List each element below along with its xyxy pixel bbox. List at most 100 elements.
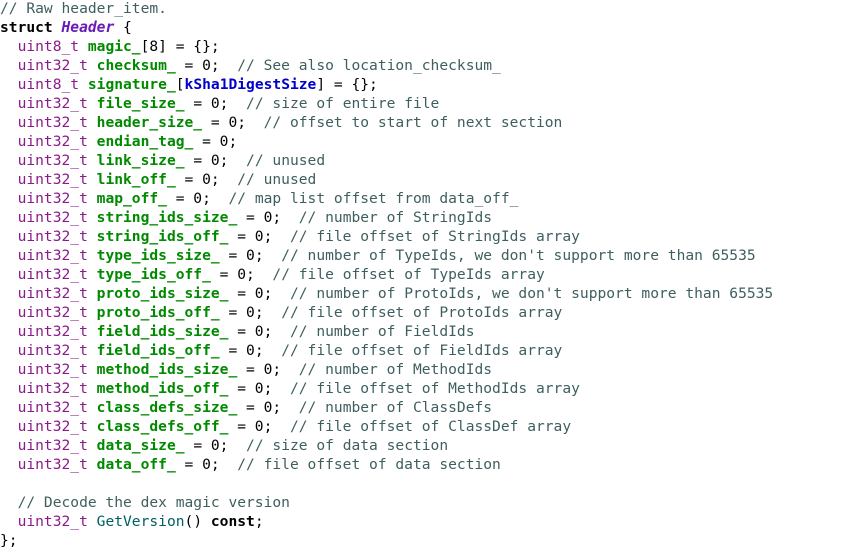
code-token-comment: // number of MethodIds <box>298 361 493 378</box>
code-token-field-name: type_ids_off_ <box>96 266 211 283</box>
code-token-plain: = 0; <box>228 323 290 340</box>
code-line: uint32_t data_off_ = 0; // file offset o… <box>0 455 863 474</box>
code-token-comment: // file offset of StringIds array <box>289 228 580 245</box>
code-token-plain: { <box>114 19 132 36</box>
code-line: uint32_t map_off_ = 0; // map list offse… <box>0 189 863 208</box>
code-token-comment: // file offset of ClassDef array <box>289 418 572 435</box>
code-token-plain: = 0; <box>228 418 290 435</box>
code-token-plain: ] = {}; <box>316 76 378 93</box>
code-line: uint32_t field_ids_off_ = 0; // file off… <box>0 341 863 360</box>
code-line: uint32_t class_defs_off_ = 0; // file of… <box>0 417 863 436</box>
code-token-primitive-type: uint32_t <box>0 399 97 416</box>
code-token-comment: // number of FieldIds <box>289 323 475 340</box>
code-token-field-name: file_size_ <box>96 95 185 112</box>
code-token-keyword: const <box>210 513 255 530</box>
code-token-plain: [8] = {}; <box>140 38 220 55</box>
code-token-primitive-type: uint32_t <box>0 513 97 530</box>
code-line: uint32_t link_size_ = 0; // unused <box>0 151 863 170</box>
code-token-plain: = 0; <box>175 456 238 473</box>
code-token-primitive-type: uint32_t <box>0 304 97 321</box>
code-token-primitive-type: uint32_t <box>0 95 97 112</box>
code-token-field-name: magic_ <box>87 38 141 55</box>
code-line: // Raw header_item. <box>0 0 863 18</box>
code-token-comment: // file offset of data section <box>237 456 501 473</box>
code-line: uint32_t endian_tag_ = 0; <box>0 132 863 151</box>
code-token-plain: = 0; <box>184 437 247 454</box>
code-line: uint32_t checksum_ = 0; // See also loca… <box>0 56 863 75</box>
code-token-primitive-type: uint32_t <box>0 228 97 245</box>
code-token-plain: = 0; <box>202 114 264 131</box>
code-token-primitive-type: uint32_t <box>0 456 97 473</box>
code-line: uint32_t proto_ids_off_ = 0; // file off… <box>0 303 863 322</box>
code-token-comment: // map list offset from data_off_ <box>228 190 519 207</box>
code-token-comment: // Raw header_item. <box>0 0 167 17</box>
code-token-field-name: class_defs_off_ <box>96 418 229 435</box>
code-token-plain: = 0; <box>184 95 247 112</box>
code-line: uint8_t signature_[kSha1DigestSize] = {}… <box>0 75 863 94</box>
code-line: uint32_t field_ids_size_ = 0; // number … <box>0 322 863 341</box>
code-token-plain: }; <box>0 532 18 549</box>
code-token-field-name: proto_ids_size_ <box>96 285 229 302</box>
code-token-comment: // number of ClassDefs <box>298 399 493 416</box>
code-token-comment: // size of entire file <box>246 95 440 112</box>
code-token-plain: = 0; <box>237 361 299 378</box>
code-token-field-name: field_ids_off_ <box>96 342 220 359</box>
code-token-plain: [ <box>175 76 185 93</box>
code-token-field-name: link_off_ <box>96 171 176 188</box>
code-token-plain: = 0; <box>219 342 282 359</box>
code-token-plain: = 0; <box>228 228 290 245</box>
code-token-comment: // number of ProtoIds, we don't support … <box>289 285 774 302</box>
code-token-plain: = 0; <box>228 285 290 302</box>
code-token-primitive-type: uint32_t <box>0 418 97 435</box>
code-token-field-name: link_size_ <box>96 152 185 169</box>
code-token-comment: // file offset of TypeIds array <box>272 266 545 283</box>
code-token-primitive-type: uint8_t <box>0 38 88 55</box>
code-token-field-name: type_ids_size_ <box>96 247 220 264</box>
code-line: uint32_t class_defs_size_ = 0; // number… <box>0 398 863 417</box>
code-token-field-name: data_size_ <box>96 437 185 454</box>
code-token-plain: = 0; <box>219 304 282 321</box>
code-token-plain: = 0; <box>219 247 282 264</box>
code-token-plain: = 0; <box>175 57 238 74</box>
code-token-comment: // offset to start of next section <box>263 114 563 131</box>
code-token-field-name: data_off_ <box>96 456 176 473</box>
code-line: uint32_t data_size_ = 0; // size of data… <box>0 436 863 455</box>
code-token-primitive-type: uint32_t <box>0 285 97 302</box>
code-token-primitive-type: uint32_t <box>0 133 97 150</box>
code-token-plain: = 0; <box>237 209 299 226</box>
code-token-primitive-type: uint32_t <box>0 247 97 264</box>
code-token-primitive-type: uint32_t <box>0 190 97 207</box>
code-token-comment: // file offset of FieldIds array <box>281 342 563 359</box>
code-token-comment: // size of data section <box>246 437 449 454</box>
code-line: ​ <box>0 474 863 493</box>
code-token-plain: = 0; <box>228 380 290 397</box>
code-token-field-name: string_ids_off_ <box>96 228 229 245</box>
code-token-field-name: method_ids_off_ <box>96 380 229 397</box>
code-token-field-name: checksum_ <box>96 57 176 74</box>
code-token-comment: // number of TypeIds, we don't support m… <box>281 247 756 264</box>
code-token-plain: () <box>184 513 211 530</box>
code-token-field-name: proto_ids_off_ <box>96 304 220 321</box>
code-token-field-name: header_size_ <box>96 114 203 131</box>
code-token-constant: kSha1DigestSize <box>184 76 317 93</box>
code-line: uint32_t method_ids_off_ = 0; // file of… <box>0 379 863 398</box>
code-token-comment: // Decode the dex magic version <box>0 494 290 511</box>
code-token-field-name: class_defs_size_ <box>96 399 238 416</box>
code-token-primitive-type: uint32_t <box>0 361 97 378</box>
code-token-primitive-type: uint32_t <box>0 342 97 359</box>
code-token-plain: ; <box>254 513 264 530</box>
code-line: uint32_t type_ids_off_ = 0; // file offs… <box>0 265 863 284</box>
code-token-comment: // unused <box>237 171 317 188</box>
code-line: uint32_t header_size_ = 0; // offset to … <box>0 113 863 132</box>
code-line: uint32_t proto_ids_size_ = 0; // number … <box>0 284 863 303</box>
code-line: uint32_t method_ids_size_ = 0; // number… <box>0 360 863 379</box>
code-token-keyword: struct <box>0 19 62 36</box>
code-token-type-name: Header <box>61 19 115 36</box>
code-token-primitive-type: uint32_t <box>0 323 97 340</box>
code-token-field-name: endian_tag_ <box>96 133 194 150</box>
code-token-primitive-type: uint32_t <box>0 152 97 169</box>
code-line: uint8_t magic_[8] = {}; <box>0 37 863 56</box>
code-token-field-name: method_ids_size_ <box>96 361 238 378</box>
code-token-plain: = 0; <box>237 399 299 416</box>
